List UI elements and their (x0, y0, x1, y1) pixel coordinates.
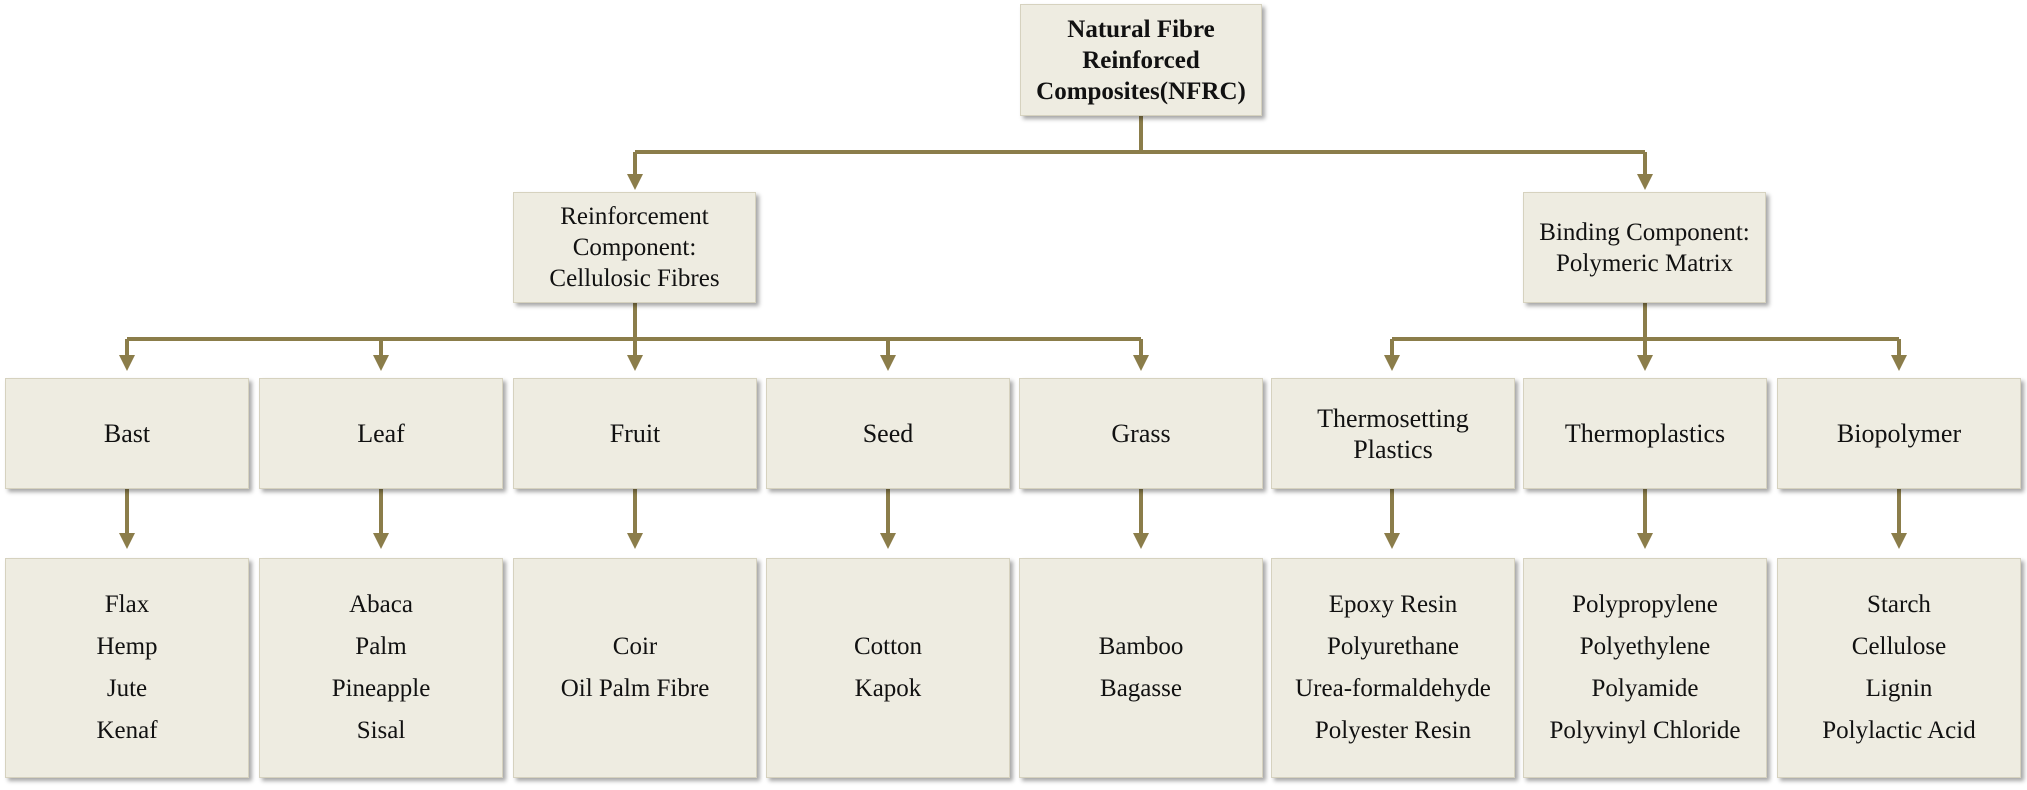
examples-grass: Bamboo Bagasse (1019, 558, 1263, 778)
category-biopolymer: Biopolymer (1777, 378, 2021, 489)
binding-line: Polymeric Matrix (1555, 249, 1734, 277)
root-node: Natural Fibre Reinforced Composites(NFRC… (1020, 4, 1262, 116)
examples-fruit: Coir Oil Palm Fibre (513, 558, 757, 778)
example-item: Cellulose (1851, 633, 1947, 660)
category-label: Bast (103, 419, 151, 448)
example-item: Palm (355, 633, 407, 660)
example-item: Epoxy Resin (1328, 591, 1458, 618)
category-bast: Bast (5, 378, 249, 489)
example-item: Bamboo (1098, 633, 1184, 660)
example-item: Lignin (1865, 675, 1933, 702)
example-item: Flax (104, 591, 150, 618)
example-item: Pineapple (331, 675, 431, 702)
reinforcement-node: Reinforcement Component: Cellulosic Fibr… (513, 192, 756, 303)
category-leaf: Leaf (259, 378, 503, 489)
example-item: Cotton (853, 633, 923, 660)
example-item: Kenaf (96, 717, 158, 744)
example-item: Sisal (356, 717, 406, 744)
examples-thermoplastics: Polypropylene Polyethylene Polyamide Pol… (1523, 558, 1767, 778)
examples-bast: Flax Hemp Jute Kenaf (5, 558, 249, 778)
example-item: Urea-formaldehyde (1295, 675, 1491, 702)
binding-node: Binding Component: Polymeric Matrix (1523, 192, 1766, 303)
category-fruit: Fruit (513, 378, 757, 489)
example-item: Coir (612, 633, 658, 660)
root-line: Natural Fibre (1067, 15, 1215, 43)
category-grass: Grass (1019, 378, 1263, 489)
reinforcement-line: Cellulosic Fibres (549, 265, 720, 292)
example-item: Polyamide (1591, 675, 1699, 702)
example-item: Kapok (854, 675, 922, 702)
examples-leaf: Abaca Palm Pineapple Sisal (259, 558, 503, 778)
category-seed: Seed (766, 378, 1010, 489)
reinforcement-line: Reinforcement (560, 203, 709, 230)
example-item: Polyvinyl Chloride (1549, 717, 1741, 744)
example-item: Polyurethane (1327, 633, 1459, 660)
example-item: Oil Palm Fibre (560, 675, 710, 702)
reinforcement-line: Component: (572, 234, 697, 261)
category-label: Grass (1111, 419, 1171, 448)
category-label: Plastics (1353, 434, 1433, 464)
example-item: Polylactic Acid (1822, 717, 1976, 744)
example-item: Jute (106, 675, 148, 702)
root-line: Reinforced (1082, 46, 1200, 74)
example-item: Abaca (349, 591, 413, 618)
category-label: Leaf (357, 419, 405, 448)
example-item: Polyethylene (1579, 633, 1711, 660)
category-label: Thermosetting (1317, 403, 1469, 433)
category-label: Biopolymer (1836, 419, 1962, 448)
examples-biopolymer: Starch Cellulose Lignin Polylactic Acid (1777, 558, 2021, 778)
example-item: Polypropylene (1572, 591, 1718, 618)
category-label: Thermoplastics (1564, 419, 1726, 448)
example-item: Polyester Resin (1314, 717, 1472, 744)
category-label: Seed (862, 419, 914, 448)
category-thermoplastics: Thermoplastics (1523, 378, 1767, 489)
category-thermosetting-plastics: Thermosetting Plastics (1271, 378, 1515, 489)
examples-thermosetting-plastics: Epoxy Resin Polyurethane Urea-formaldehy… (1271, 558, 1515, 778)
root-line: Composites(NFRC) (1036, 77, 1246, 105)
category-label: Fruit (609, 419, 661, 448)
binding-line: Binding Component: (1539, 218, 1750, 246)
examples-seed: Cotton Kapok (766, 558, 1010, 778)
example-item: Starch (1867, 591, 1931, 618)
example-item: Hemp (96, 633, 158, 660)
example-item: Bagasse (1100, 675, 1182, 702)
